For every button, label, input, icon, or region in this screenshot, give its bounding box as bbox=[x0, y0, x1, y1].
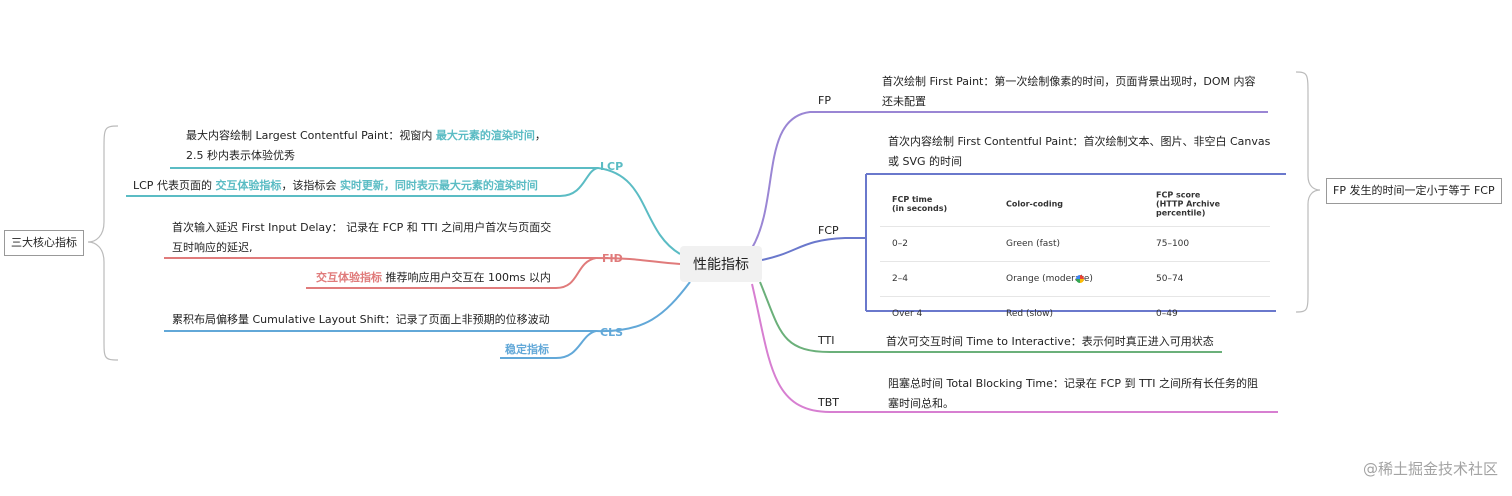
fcp-frame-lines bbox=[865, 173, 1286, 312]
lcp-label[interactable]: LCP bbox=[600, 160, 624, 173]
fcp-table-cell: 0–49 bbox=[1156, 309, 1178, 319]
fcp-desc-line1: 首次内容绘制 First Contentful Paint：首次绘制文本、图片、… bbox=[888, 135, 1271, 148]
fcp-table-cell: Green (fast) bbox=[1006, 239, 1061, 249]
fcp-label[interactable]: FCP bbox=[818, 224, 839, 237]
fcp-score-table: FCP time(in seconds) Color-coding FCP sc… bbox=[880, 182, 1270, 331]
fcp-table-cell: Red (slow) bbox=[1006, 309, 1054, 319]
lcp-desc-highlight: 最大元素的渲染时间 bbox=[435, 129, 535, 142]
fcp-table-header-color: Color-coding bbox=[1006, 199, 1063, 209]
fcp-table-cell: 0–2 bbox=[892, 239, 908, 249]
center-title: 性能指标 bbox=[693, 257, 749, 273]
fcp-branch bbox=[761, 237, 866, 261]
fcp-table-header-score: FCP score(HTTP Archive percentile) bbox=[1156, 190, 1221, 218]
fp-fcp-note-text: FP 发生的时间一定小于等于 FCP bbox=[1333, 184, 1495, 197]
tti-description: 首次可交互时间 Time to Interactive：表示何时真正进入可用状态 bbox=[886, 335, 1214, 348]
lcp-desc-text: 最大内容绘制 Largest Contentful Paint：视窗内 bbox=[186, 129, 436, 142]
tbt-label[interactable]: TBT bbox=[818, 396, 839, 409]
lcp-note-text-a: LCP 代表页面的 bbox=[133, 179, 216, 192]
lcp-desc-line2: 2.5 秒内表示体验优秀 bbox=[186, 149, 295, 162]
fcp-description: 首次内容绘制 First Contentful Paint：首次绘制文本、图片、… bbox=[888, 132, 1270, 172]
lcp-note-highlight-1: 交互体验指标 bbox=[215, 179, 282, 192]
fcp-table-cell: Orange (moderate) bbox=[1006, 274, 1093, 284]
fcp-table-row: 0–2 Green (fast) 75–100 bbox=[880, 227, 1270, 262]
fp-label[interactable]: FP bbox=[818, 94, 831, 107]
fp-description: 首次绘制 First Paint：第一次绘制像素的时间，页面背景出现时，DOM … bbox=[882, 72, 1255, 112]
fid-note-highlight: 交互体验指标 bbox=[316, 271, 382, 284]
fid-sub-branch bbox=[306, 257, 597, 289]
tti-label[interactable]: TTI bbox=[818, 334, 835, 347]
fcp-table-cell: 2–4 bbox=[892, 274, 908, 284]
cls-label[interactable]: CLS bbox=[600, 326, 624, 339]
fid-interaction-note: 交互体验指标 推荐响应用户交互在 100ms 以内 bbox=[316, 268, 551, 288]
fp-fcp-note-box[interactable]: FP 发生的时间一定小于等于 FCP bbox=[1326, 178, 1502, 204]
color-wheel-icon bbox=[1076, 275, 1084, 283]
tbt-branch bbox=[751, 283, 1278, 413]
core-metrics-box[interactable]: 三大核心指标 bbox=[4, 230, 84, 256]
fcp-table-row: 2–4 Orange (moderate) 50–74 bbox=[880, 262, 1270, 297]
right-bracket bbox=[1295, 71, 1321, 313]
fcp-table-header: FCP time(in seconds) Color-coding FCP sc… bbox=[880, 182, 1270, 227]
lcp-branch bbox=[170, 167, 681, 255]
fcp-desc-line2: 或 SVG 的时间 bbox=[888, 155, 963, 168]
fcp-table-row: Over 4 Red (slow) 0–49 bbox=[880, 297, 1270, 331]
watermark: @稀土掘金技术社区 bbox=[1362, 460, 1498, 478]
tti-branch bbox=[759, 281, 1222, 353]
fp-desc-line1: 首次绘制 First Paint：第一次绘制像素的时间，页面背景出现时，DOM … bbox=[882, 75, 1256, 88]
left-bracket bbox=[87, 125, 119, 361]
fid-desc-line1: 首次输入延迟 First Input Delay： 记录在 FCP 和 TTI … bbox=[172, 221, 552, 234]
fp-desc-line2: 还未配置 bbox=[882, 95, 926, 108]
tbt-desc-line1: 阻塞总时间 Total Blocking Time：记录在 FCP 到 TTI … bbox=[888, 377, 1258, 390]
lcp-note-text-b: ，该指标会 bbox=[281, 179, 340, 192]
cls-description: 累积布局偏移量 Cumulative Layout Shift：记录了页面上非预… bbox=[172, 313, 550, 326]
lcp-note-highlight-2: 实时更新，同时表示最大元素的渲染时间 bbox=[339, 179, 538, 192]
fcp-table-cell: 50–74 bbox=[1156, 274, 1184, 284]
fid-note-text: 推荐响应用户交互在 100ms 以内 bbox=[382, 271, 551, 284]
center-node[interactable]: 性能指标 bbox=[680, 246, 762, 282]
fcp-table-cell: Over 4 bbox=[892, 309, 923, 319]
cls-branch bbox=[164, 281, 691, 333]
fp-branch bbox=[751, 111, 1268, 249]
lcp-interaction-note: LCP 代表页面的 交互体验指标，该指标会 实时更新，同时表示最大元素的渲染时间 bbox=[133, 176, 538, 196]
cls-stability-note: 稳定指标 bbox=[505, 343, 549, 356]
lcp-desc-punct: ， bbox=[534, 129, 546, 142]
tbt-desc-line2: 塞时间总和。 bbox=[888, 397, 954, 410]
fid-branch bbox=[164, 257, 681, 265]
fcp-table-cell: 75–100 bbox=[1156, 239, 1190, 249]
fid-label[interactable]: FID bbox=[602, 252, 623, 265]
fcp-table-header-time: FCP time(in seconds) bbox=[892, 195, 948, 213]
lcp-description: 最大内容绘制 Largest Contentful Paint：视窗内 最大元素… bbox=[186, 126, 546, 166]
cls-sub-branch bbox=[500, 330, 597, 359]
tbt-description: 阻塞总时间 Total Blocking Time：记录在 FCP 到 TTI … bbox=[888, 374, 1258, 414]
fid-description: 首次输入延迟 First Input Delay： 记录在 FCP 和 TTI … bbox=[172, 218, 551, 258]
lcp-sub-branch bbox=[126, 167, 599, 197]
fid-desc-line2: 互时响应的延迟, bbox=[172, 241, 253, 254]
core-metrics-title: 三大核心指标 bbox=[11, 236, 77, 249]
